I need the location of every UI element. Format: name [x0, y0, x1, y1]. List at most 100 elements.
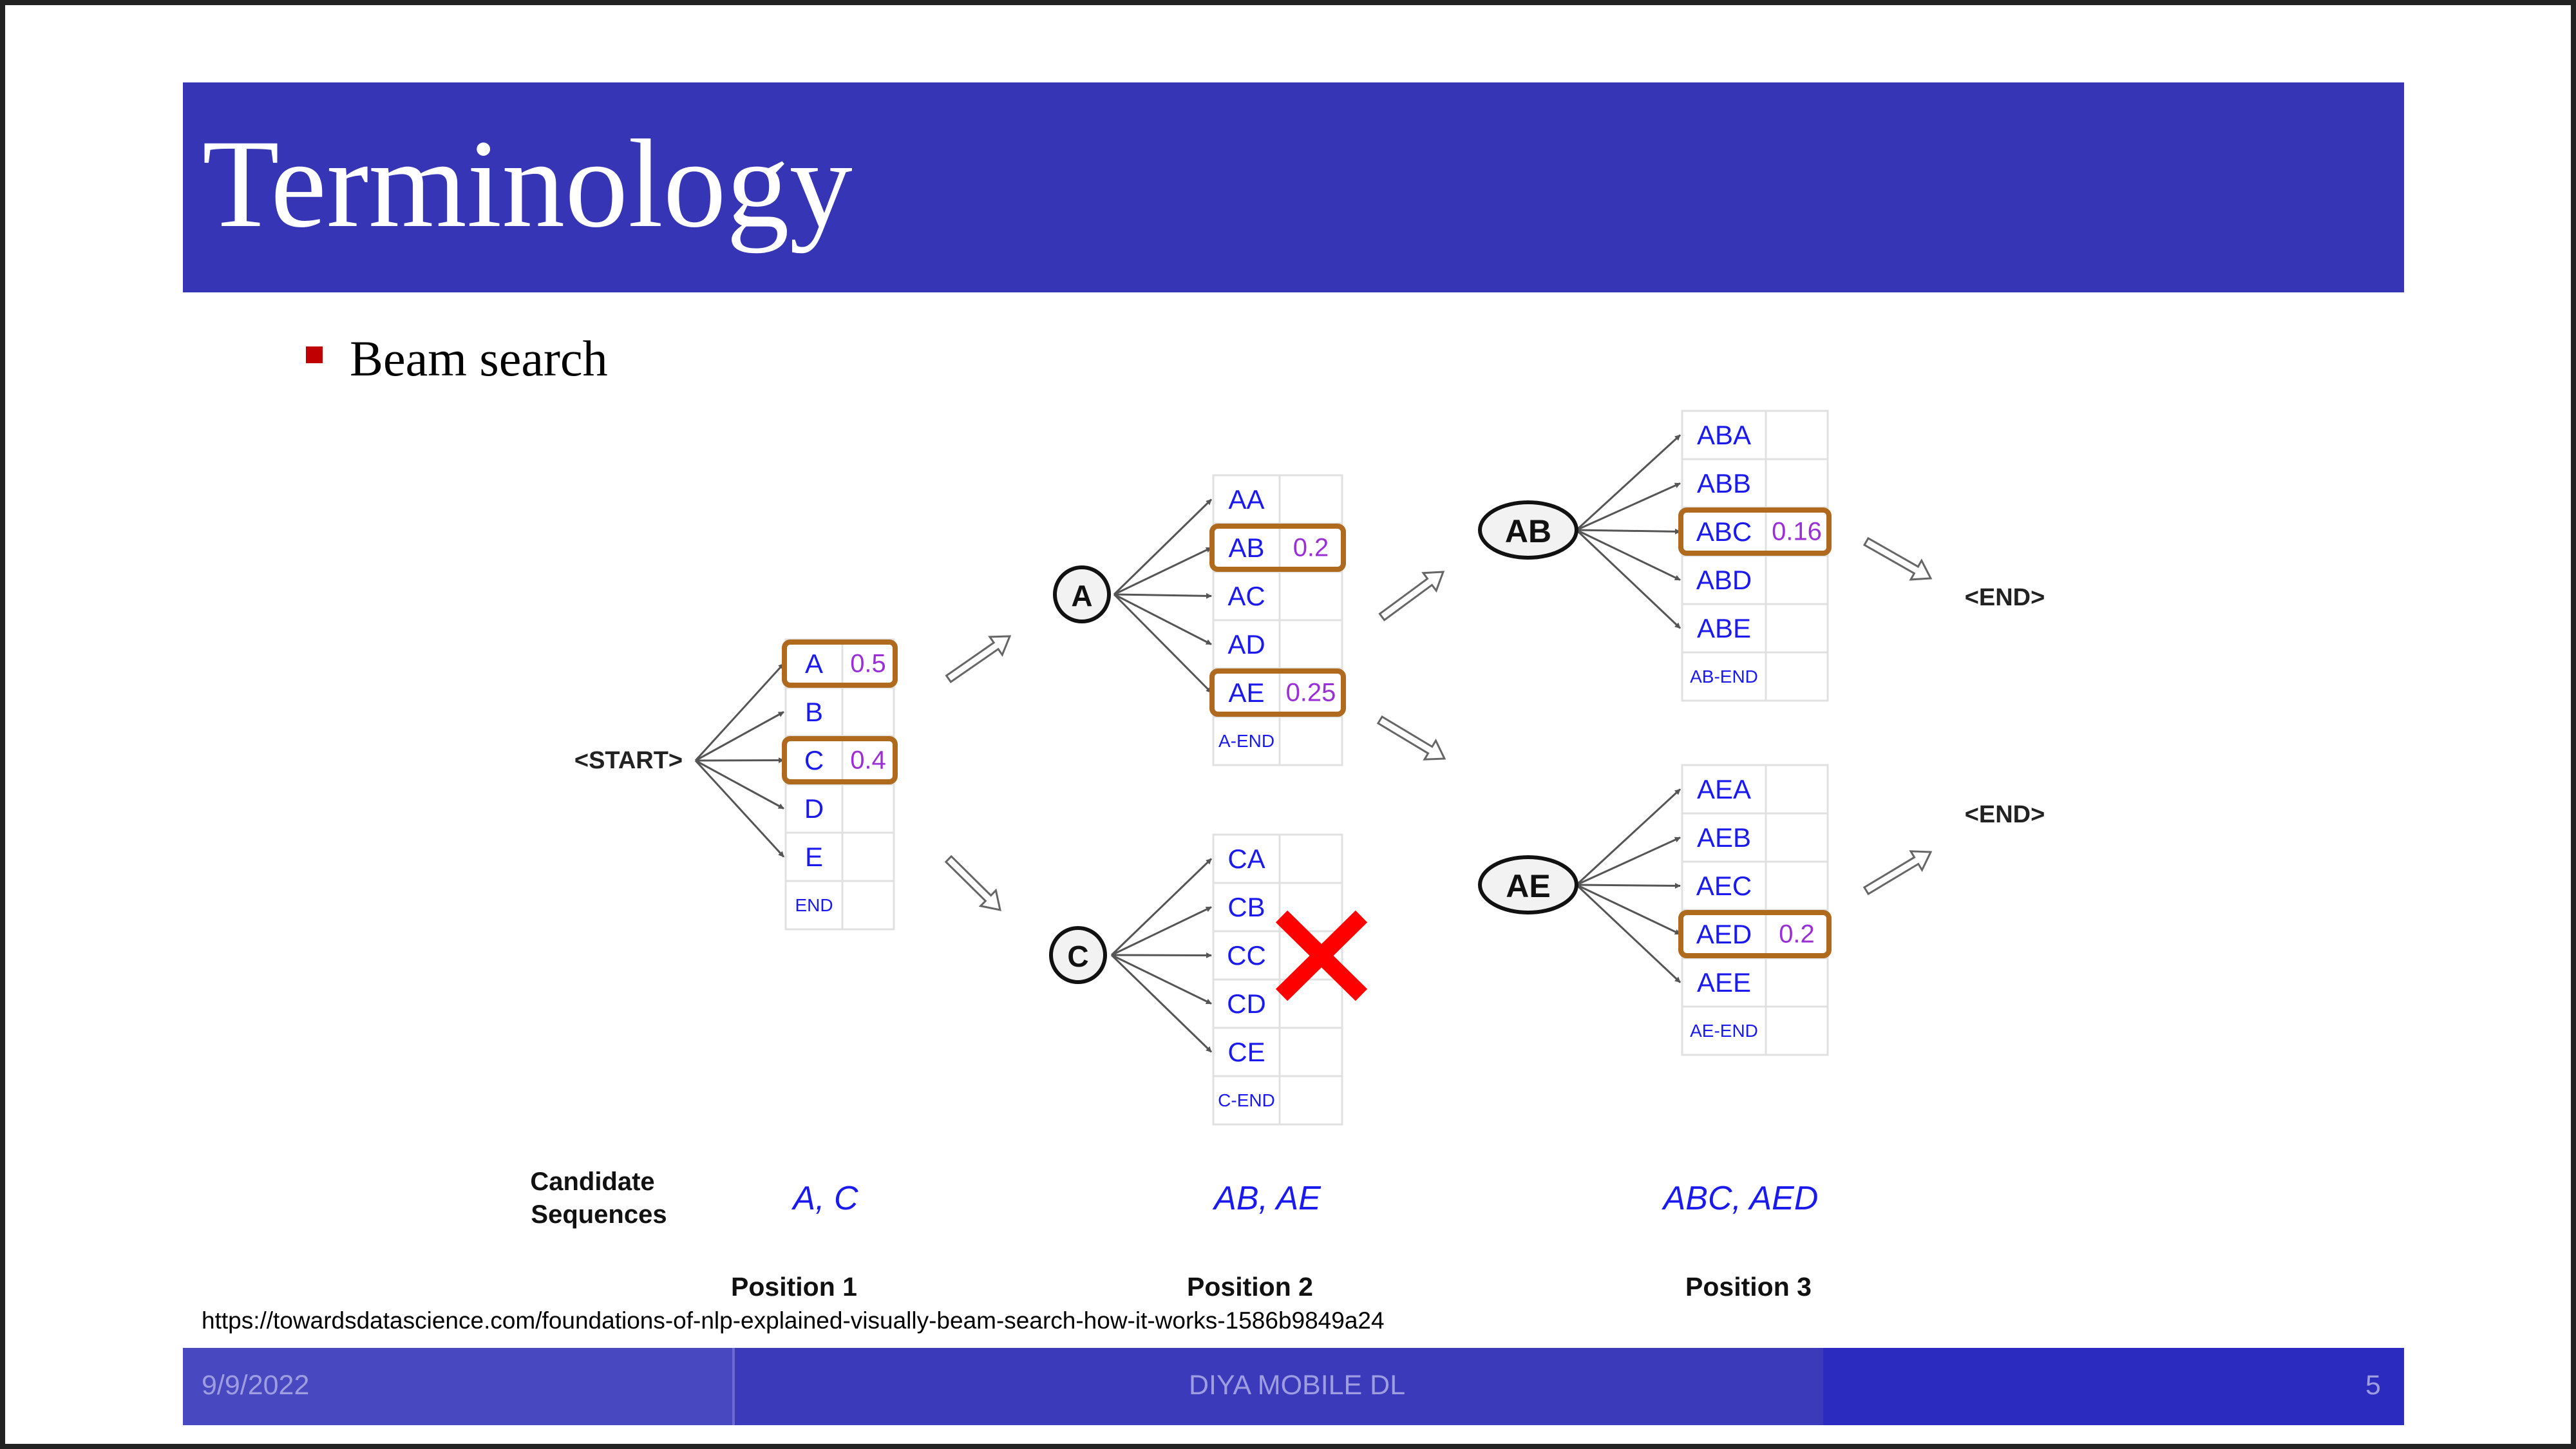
row-label: D	[804, 793, 824, 824]
edge-arrow	[694, 663, 785, 762]
transition-arrow	[1376, 715, 1446, 761]
edge-arrow	[1576, 528, 1681, 535]
edge-arrow	[1576, 529, 1681, 581]
slide-title: Terminology	[202, 114, 853, 254]
edge-arrow	[1113, 593, 1213, 694]
edge-arrow	[1575, 788, 1681, 886]
node-ae-label: AE	[1506, 868, 1550, 904]
end-label-bottom: <END>	[1965, 801, 2045, 828]
row-score: 0.4	[850, 746, 886, 775]
row-label: ABD	[1696, 565, 1752, 595]
row-score: 0.25	[1286, 679, 1336, 707]
candidate-sequences-label: Candidate	[530, 1168, 654, 1196]
highlight-box	[782, 639, 898, 688]
footer-date: 9/9/2022	[202, 1370, 310, 1401]
transition-arrow	[945, 635, 1012, 683]
footer-divider	[732, 1348, 735, 1425]
edge-arrow	[1110, 858, 1213, 956]
highlight-box	[1209, 524, 1346, 572]
edge-arrow	[1111, 954, 1212, 1005]
highlight-box	[1209, 668, 1346, 717]
row-label: AEE	[1697, 967, 1751, 998]
node-c-label: C	[1067, 940, 1088, 973]
footer-center-panel	[735, 1348, 1823, 1425]
row-label: C	[804, 745, 824, 775]
edge-arrow	[1576, 882, 1681, 889]
candidate-table-pos2-a: AA AB 0.2AC AD AE 0.25A-END	[1209, 474, 1346, 766]
row-label: C-END	[1218, 1090, 1275, 1110]
start-label: <START>	[574, 747, 683, 774]
edge-arrow	[1113, 593, 1212, 645]
row-score: 0.5	[850, 650, 886, 678]
row-label: CD	[1227, 989, 1266, 1019]
edge-arrow	[695, 711, 784, 762]
row-score: 0.2	[1293, 534, 1329, 562]
bullet-marker	[306, 346, 323, 363]
footer-page-number: 5	[2365, 1370, 2381, 1401]
candidate-sequence-1: A, C	[791, 1180, 858, 1217]
row-label: AEB	[1697, 822, 1751, 853]
node-ab-label: AB	[1505, 513, 1551, 549]
footer-right-panel	[1823, 1348, 2404, 1425]
edge-arrow	[1575, 884, 1681, 983]
row-label: AE	[1228, 677, 1264, 708]
position-label-3: Position 3	[1685, 1272, 1812, 1302]
edge-arrow	[1575, 434, 1681, 531]
bullet-text: Beam search	[350, 330, 608, 386]
footer-left-panel	[183, 1348, 734, 1425]
row-label: ABE	[1697, 613, 1751, 643]
row-label: AC	[1227, 581, 1265, 611]
node-ab: AB	[1478, 500, 1578, 560]
edge-arrow	[1113, 498, 1213, 596]
edge-arrow	[1110, 954, 1213, 1053]
edge-arrow	[1575, 529, 1681, 629]
edge-arrow	[1113, 547, 1212, 596]
candidate-sequence-2: AB, AE	[1212, 1180, 1321, 1217]
node-a-label: A	[1071, 579, 1092, 612]
candidate-sequences-label-2: Sequences	[531, 1200, 667, 1229]
highlight-box	[1678, 507, 1832, 556]
row-label: A-END	[1218, 731, 1274, 751]
row-label: END	[795, 895, 833, 915]
node-c: C	[1049, 926, 1107, 984]
row-label: AA	[1228, 484, 1264, 515]
row-label: AB-END	[1690, 667, 1758, 687]
transition-arrow	[1862, 536, 1933, 581]
row-label: CE	[1227, 1037, 1265, 1067]
row-label: ABA	[1697, 420, 1751, 450]
row-label: AEA	[1697, 774, 1751, 804]
edge-arrow	[695, 759, 784, 810]
row-label: A	[805, 649, 823, 679]
row-score: 0.16	[1772, 518, 1822, 546]
node-a: A	[1053, 565, 1111, 623]
row-label: ABB	[1697, 468, 1751, 498]
transition-arrow	[1378, 571, 1445, 621]
row-label: AEC	[1696, 871, 1752, 901]
end-label-top: <END>	[1965, 584, 2045, 611]
row-label: AED	[1696, 919, 1752, 949]
node-ae: AE	[1478, 855, 1578, 914]
row-label: AB	[1228, 533, 1264, 563]
footer-title: DIYA MOBILE DL	[1189, 1370, 1406, 1401]
row-label: E	[805, 842, 823, 872]
position-label-1: Position 1	[731, 1272, 857, 1302]
edge-arrow	[1576, 884, 1681, 935]
row-label: B	[805, 697, 823, 727]
edge-arrow	[1576, 482, 1681, 531]
row-label: CC	[1227, 940, 1266, 971]
candidate-table-pos1: A 0.5BC 0.4DE END	[782, 638, 898, 931]
edge-arrow	[1111, 952, 1212, 958]
edge-arrow	[1113, 592, 1212, 599]
source-url[interactable]: https://towardsdatascience.com/foundatio…	[202, 1307, 1385, 1334]
row-score: 0.2	[1779, 920, 1815, 949]
row-label: AD	[1227, 629, 1265, 659]
row-label: CB	[1227, 892, 1265, 922]
position-label-2: Position 2	[1187, 1272, 1313, 1302]
edge-arrow	[1576, 837, 1681, 886]
row-label: AE-END	[1690, 1021, 1758, 1041]
transition-arrow	[944, 855, 1001, 911]
edge-arrow	[694, 759, 785, 858]
